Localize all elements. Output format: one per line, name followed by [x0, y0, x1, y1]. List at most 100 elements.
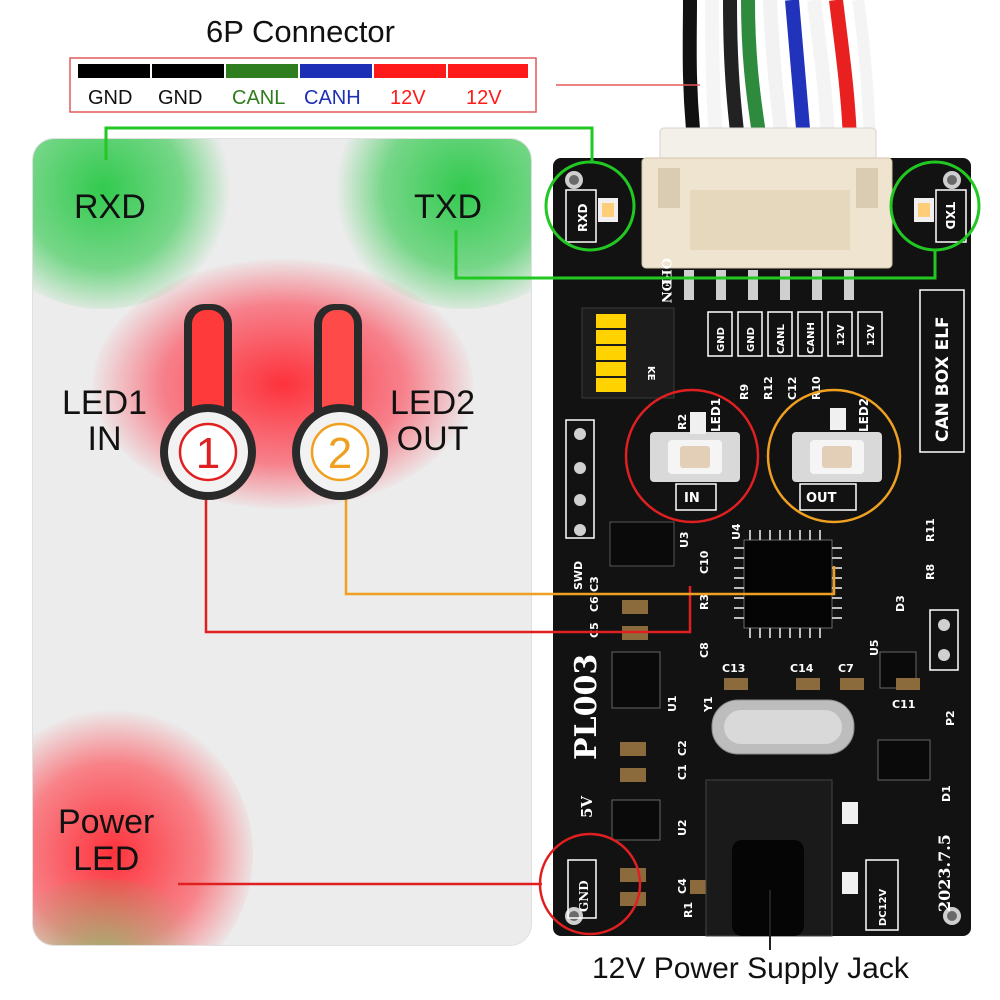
led2-label: LED2 OUT [390, 384, 476, 458]
silk-c2: C2 [676, 740, 689, 756]
led1-label: LED1 IN [62, 384, 148, 458]
silk-pin-5: 12V [836, 324, 847, 346]
silk-out: OUT [806, 491, 837, 506]
silk-pin-4: CANH [806, 322, 817, 354]
dip-switch [581, 307, 675, 399]
led1-window [160, 304, 256, 500]
silk-c12: C12 [786, 377, 799, 400]
button-in [650, 432, 740, 511]
silk-date: 2023.7.5 [935, 834, 954, 912]
power-callout [178, 832, 642, 936]
rxd-callout [104, 126, 636, 252]
crystal-y1 [711, 699, 855, 755]
silk-u5: U5 [868, 639, 881, 656]
enclosure-panel [32, 138, 532, 946]
silk-d1: D1 [940, 785, 953, 802]
silk-led1: LED1 [709, 398, 723, 432]
silk-u4: U4 [730, 523, 743, 540]
silk-pin-6: 12V [866, 324, 877, 346]
silk-on: ON [658, 280, 673, 303]
pin-color-bar [226, 64, 298, 78]
silk-u1: U1 [666, 695, 679, 712]
pin-color-bar [448, 64, 528, 78]
cable-bundle [682, 0, 876, 142]
silk-c14: C14 [790, 662, 814, 675]
silk-r12: R12 [762, 376, 775, 400]
silk-r8: R8 [924, 564, 937, 580]
passive-parts [620, 600, 920, 906]
header-right [929, 609, 959, 671]
silk-u3: U3 [678, 531, 691, 548]
led2-callout [344, 388, 902, 596]
silk-r10: R10 [810, 376, 823, 400]
silk-r2: R2 [676, 414, 689, 430]
silk-c11: C11 [892, 698, 915, 711]
pin-label: CANH [304, 87, 361, 109]
silk-c1: C1 [676, 764, 689, 780]
silk-c8: C8 [698, 642, 711, 658]
led1-callout [204, 388, 760, 634]
silk-in: IN [684, 491, 700, 506]
silk-r9: R9 [738, 384, 751, 400]
power-jack-label: 12V Power Supply Jack [592, 952, 909, 985]
pcb-silk-boxes [565, 189, 967, 931]
silk-c7: C7 [838, 662, 854, 675]
led1-number: 1 [196, 429, 220, 478]
silk-ke: KE [645, 366, 656, 381]
silk-gnd: GND [577, 880, 591, 912]
txd-callout [454, 160, 981, 280]
silk-p2: P2 [944, 710, 957, 726]
rxd-label: RXD [74, 188, 146, 226]
pin-label: 12V [466, 87, 502, 109]
header-left-holes [574, 428, 586, 536]
silk-board-name: CAN BOX ELF [933, 316, 953, 442]
power-led-label: Power LED [58, 803, 155, 879]
pin-color-bar [152, 64, 224, 78]
button-out [792, 432, 882, 511]
connector-title: 6P Connector [206, 14, 395, 49]
pin-label: 12V [390, 87, 426, 109]
silk-rxd: RXD [576, 204, 590, 232]
smd-leds [598, 198, 934, 894]
silk-r1: R1 [682, 902, 695, 918]
pin-color-bar [300, 64, 372, 78]
led2-window [292, 304, 388, 500]
pin-label: GND [158, 87, 203, 109]
header-left [565, 419, 595, 539]
txd-label: TXD [414, 188, 482, 226]
pin-color-bar [374, 64, 446, 78]
silk-off: OFF [658, 258, 673, 289]
silk-c3: C3 [588, 576, 601, 592]
silk-led2: LED2 [857, 398, 871, 432]
silk-dc12v: DC12V [878, 888, 889, 926]
silk-pin-1: GND [716, 327, 727, 352]
silk-c6: C6 [588, 596, 601, 612]
connector-strip [69, 57, 537, 113]
led2-number: 2 [328, 429, 352, 478]
pin-color-bar [78, 64, 150, 78]
pin-label: CANL [232, 87, 286, 109]
silk-r11: R11 [924, 518, 937, 542]
connector-pins [684, 270, 854, 300]
silk-u2: U2 [676, 819, 689, 836]
silk-c5: C5 [588, 622, 601, 638]
silk-pin-3: CANL [776, 324, 787, 354]
silk-model: PL003 [569, 654, 604, 760]
can-transceiver [609, 521, 675, 567]
pin-label-boxes [707, 311, 883, 357]
jst-connector [641, 127, 893, 269]
led-red-glow [93, 259, 473, 509]
silk-y1: Y1 [702, 696, 715, 713]
silk-swd: SWD [572, 561, 585, 590]
silk-txd: TXD [943, 202, 957, 229]
silk-pin-2: GND [746, 327, 757, 352]
silk-c13: C13 [722, 662, 745, 675]
silk-c10: C10 [698, 550, 711, 574]
silk-d3: D3 [894, 595, 907, 612]
pin-label: GND [88, 87, 133, 109]
silk-r3: R3 [698, 594, 711, 610]
silk-c4: C4 [676, 878, 689, 894]
mcu-chip [734, 530, 842, 638]
silk-5v: 5V [578, 796, 596, 818]
